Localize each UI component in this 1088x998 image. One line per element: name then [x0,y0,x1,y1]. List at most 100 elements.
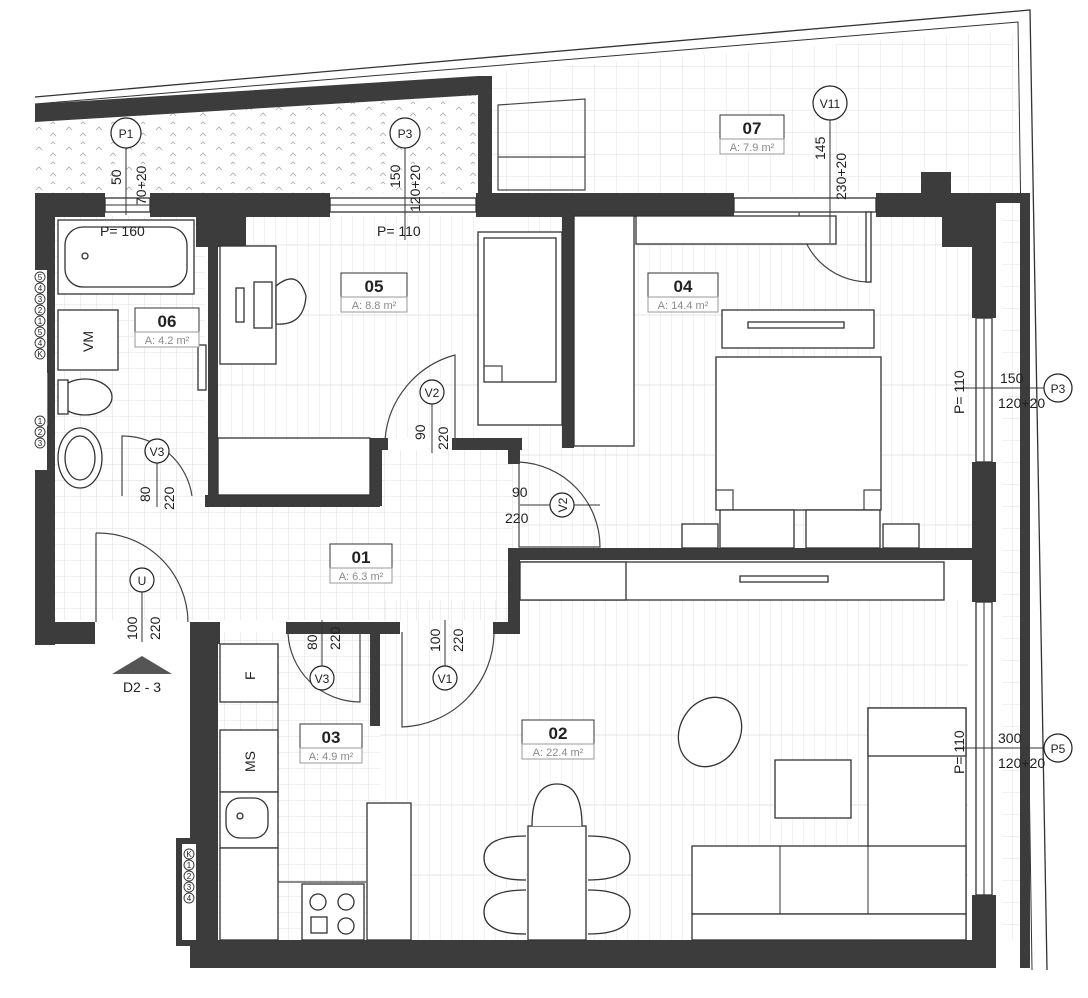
v3-b-height: 220 [327,626,343,650]
windows [104,197,993,896]
v2-a-width: 90 [412,424,428,440]
room-05-furniture [217,215,635,496]
room-06-number: 06 [158,312,177,331]
p5-size: 120+20 [998,755,1045,771]
v3-b-width: 80 [304,634,320,650]
installation-marker-circle [183,892,195,904]
installation-marker-circle [34,337,46,349]
p3-top-size: 120+20 [407,165,423,212]
installation-marker-label: 2 [38,306,43,315]
installation-marker-circle [34,271,46,283]
tag-v3-b: V3 [315,672,330,686]
p5-height: 300 [998,730,1022,746]
p3-top-height: 150 [387,164,403,188]
room-07-area: A: 7.9 m² [730,142,775,154]
p3-right-height: 150 [1000,370,1024,386]
room-03-number: 03 [322,728,341,747]
installation-markers-left: 5 4 3 2 1 5 4K 1 2 3 [34,271,46,449]
tag-p3-top: P3 [398,127,413,141]
p1-parapet: P= 160 [100,223,145,239]
room-labels [134,114,785,764]
v2-b-width: 90 [512,484,528,500]
room-01-number: 01 [352,548,371,567]
room-05-number: 05 [365,277,384,296]
terrace-area [492,30,1020,193]
v2-a-height: 220 [435,426,451,450]
tag-p1: P1 [119,127,134,141]
v1-width: 100 [427,628,443,652]
installation-marker-circle [34,326,46,338]
room-04-furniture [635,215,920,549]
walls [35,76,1030,968]
room-07-number: 07 [743,119,762,138]
installation-marker-label: 3 [187,883,192,892]
tag-v1: V1 [438,672,453,686]
installation-marker-label: 3 [38,295,43,304]
site-outline [34,9,1048,971]
installation-marker-circle [34,304,46,316]
installation-marker-label: 3 [38,439,43,448]
p3-right-size: 120+20 [998,395,1045,411]
label-ms: MS [242,751,258,772]
v2-b-height: 220 [505,510,529,526]
tag-v3-a: V3 [150,445,165,459]
installation-marker-label: 4 [38,284,43,293]
installation-marker-label: 4 [187,894,192,903]
label-f: F [242,671,258,680]
installation-marker-circle [183,859,195,871]
installation-marker-label: K [37,350,43,359]
p5-parapet: P= 110 [951,730,967,774]
room-05-area: A: 8.8 m² [352,300,397,312]
room-03-area: A: 4.9 m² [309,751,354,763]
room-02-furniture [483,561,967,941]
tag-p5: P5 [1051,742,1066,756]
installation-marker-label: K [186,850,192,859]
room-04-area: A: 14.4 m² [658,300,709,312]
v3-a-width: 80 [137,486,153,502]
v1-height: 220 [450,628,466,652]
installation-marker-circle [34,426,46,438]
v11-height: 145 [812,136,828,160]
bathroom-fixtures [37,219,207,489]
p3-top-parapet: P= 110 [377,223,421,239]
installation-marker-label: 4 [38,339,43,348]
installation-marker-label: 1 [187,861,192,870]
kitchen-units [219,643,412,941]
installation-marker-label: 1 [38,417,43,426]
installation-marker-circle [183,848,195,860]
tag-v11: V11 [820,97,841,111]
installation-marker-circle [34,282,46,294]
room-06-area: A: 4.2 m² [145,335,190,347]
opening-tags [110,85,1073,763]
room-04-number: 04 [674,277,693,296]
installation-marker-circle [34,293,46,305]
tag-v2-a: V2 [425,386,440,400]
installation-marker-label: 1 [38,317,43,326]
section-mark-label: D2 - 3 [123,679,161,695]
installation-marker-circle [34,415,46,427]
u-width: 100 [124,616,140,640]
installation-marker-label: 5 [38,273,43,282]
installation-marker-circle [183,870,195,882]
tag-p3-right: P3 [1051,382,1066,396]
tag-v2-b: V2 [556,497,570,512]
installation-marker-circle [34,437,46,449]
installation-marker-circle [34,348,46,360]
installation-markers-bottom: K 1 2 3 4 [183,848,195,904]
p3-right-parapet: P= 110 [951,370,967,414]
section-marker-icon [112,656,172,674]
installation-marker-label: 2 [38,428,43,437]
v11-size: 230+20 [833,153,849,200]
p1-size: 70+20 [133,165,149,205]
installation-marker-label: 5 [38,328,43,337]
installation-marker-label: 2 [187,872,192,881]
installation-marker-circle [34,315,46,327]
label-vm: VM [80,331,96,352]
p1-height: 50 [108,169,124,185]
v3-a-height: 220 [161,486,177,510]
u-height: 220 [147,616,163,640]
tag-u: U [138,574,147,588]
room-02-area: A: 22.4 m² [533,747,584,759]
installation-marker-circle [183,881,195,893]
